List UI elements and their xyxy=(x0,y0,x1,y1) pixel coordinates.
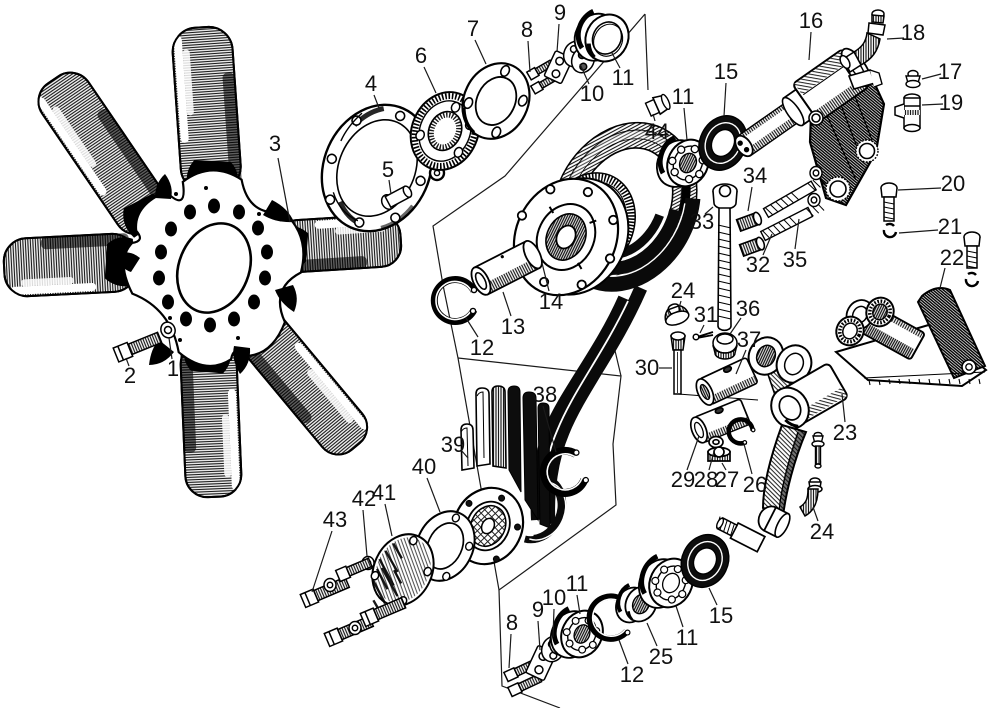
svg-text:12: 12 xyxy=(470,335,494,360)
svg-text:40: 40 xyxy=(412,454,436,479)
svg-text:11: 11 xyxy=(612,65,635,90)
svg-text:8: 8 xyxy=(521,17,533,42)
svg-text:26: 26 xyxy=(743,472,767,497)
svg-text:6: 6 xyxy=(415,43,427,68)
svg-text:33: 33 xyxy=(690,209,714,234)
svg-text:22: 22 xyxy=(940,245,964,270)
svg-text:4: 4 xyxy=(365,71,377,96)
svg-text:10: 10 xyxy=(580,81,604,106)
svg-text:31: 31 xyxy=(694,302,718,327)
svg-text:7: 7 xyxy=(467,16,479,41)
svg-text:23: 23 xyxy=(833,420,857,445)
svg-text:41: 41 xyxy=(372,480,396,505)
svg-text:3: 3 xyxy=(269,131,281,156)
svg-text:1: 1 xyxy=(167,356,179,381)
svg-text:15: 15 xyxy=(709,603,733,628)
svg-text:36: 36 xyxy=(736,296,760,321)
svg-text:12: 12 xyxy=(620,662,644,687)
svg-text:24: 24 xyxy=(810,519,834,544)
svg-text:37: 37 xyxy=(737,327,761,352)
svg-text:42: 42 xyxy=(352,486,376,511)
svg-text:13: 13 xyxy=(501,314,525,339)
svg-text:2: 2 xyxy=(124,363,136,388)
svg-text:28: 28 xyxy=(694,467,718,492)
svg-text:18: 18 xyxy=(901,20,925,45)
svg-text:14: 14 xyxy=(539,289,563,314)
svg-text:17: 17 xyxy=(938,59,962,84)
svg-text:9: 9 xyxy=(532,597,544,622)
svg-text:16: 16 xyxy=(799,8,823,33)
svg-text:11: 11 xyxy=(672,84,695,109)
svg-text:32: 32 xyxy=(746,252,770,277)
svg-text:44: 44 xyxy=(645,119,669,144)
svg-text:15: 15 xyxy=(714,59,738,84)
svg-text:39: 39 xyxy=(441,432,465,457)
svg-text:24: 24 xyxy=(671,278,695,303)
svg-text:29: 29 xyxy=(671,467,695,492)
svg-text:11: 11 xyxy=(676,625,699,650)
svg-text:20: 20 xyxy=(941,171,965,196)
svg-text:25: 25 xyxy=(649,644,673,669)
svg-text:35: 35 xyxy=(783,247,807,272)
svg-text:21: 21 xyxy=(938,214,962,239)
svg-text:19: 19 xyxy=(939,90,963,115)
svg-text:10: 10 xyxy=(542,585,566,610)
svg-text:8: 8 xyxy=(506,610,518,635)
svg-text:43: 43 xyxy=(323,507,347,532)
svg-text:30: 30 xyxy=(635,355,659,380)
svg-text:5: 5 xyxy=(382,157,394,182)
svg-text:34: 34 xyxy=(743,163,767,188)
svg-text:38: 38 xyxy=(533,382,557,407)
svg-text:27: 27 xyxy=(715,467,739,492)
svg-text:11: 11 xyxy=(566,571,589,596)
svg-text:9: 9 xyxy=(554,0,566,25)
